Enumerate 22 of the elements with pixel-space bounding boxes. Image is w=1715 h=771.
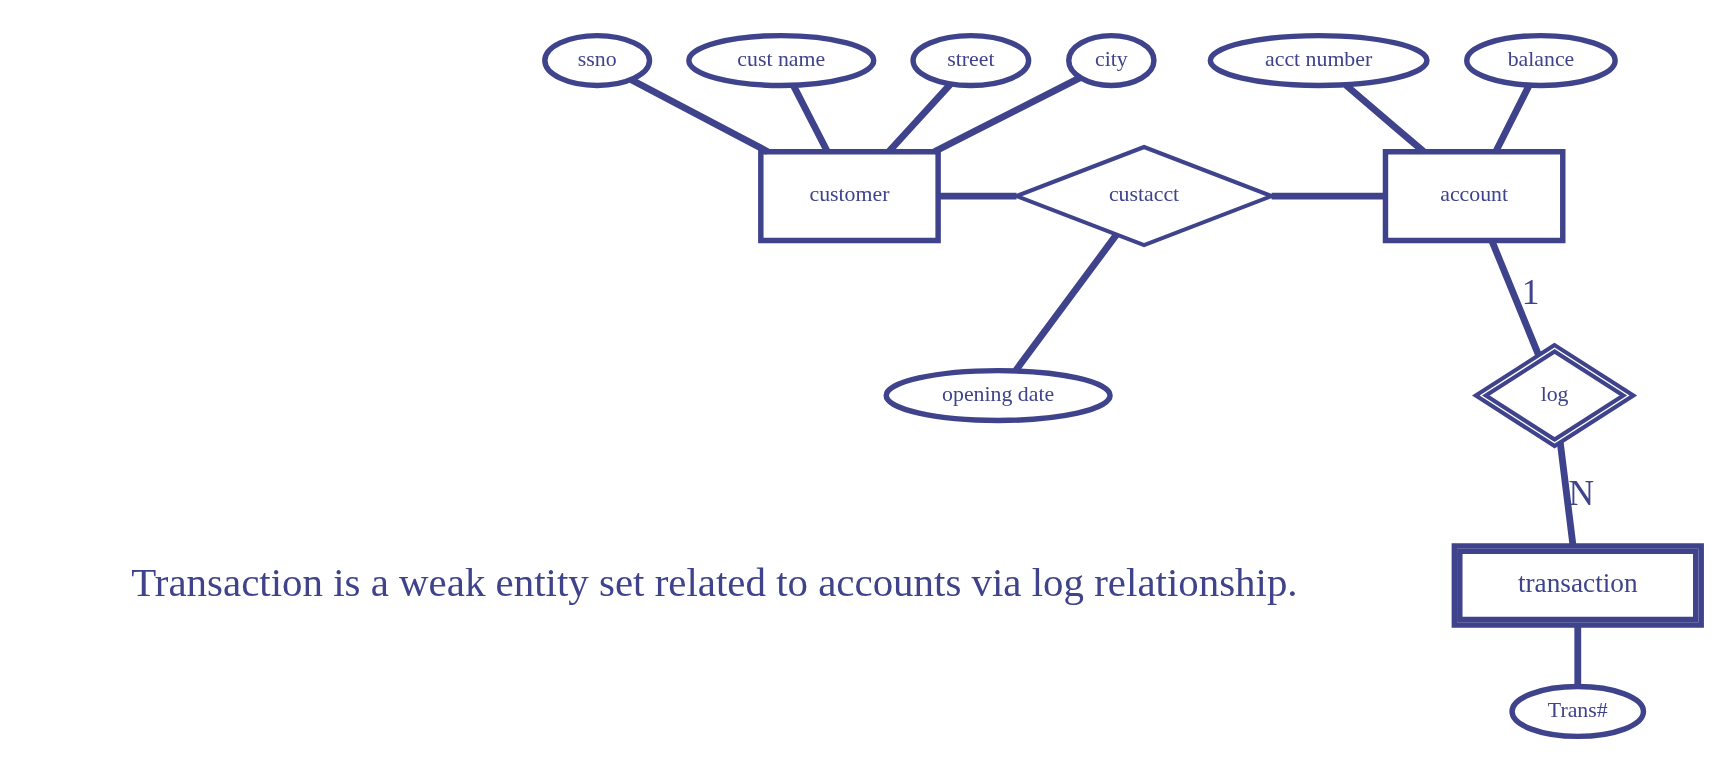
connector <box>1271 192 1385 199</box>
edge-label: 1 <box>1521 271 1540 312</box>
node-ellipse: ssno <box>541 32 652 88</box>
node-box: transaction <box>1451 542 1704 628</box>
node-ellipse: cust name <box>685 32 876 88</box>
node-ellipse: street <box>909 32 1031 88</box>
connector <box>938 192 1016 199</box>
connector <box>932 74 1082 155</box>
connector <box>1012 232 1119 372</box>
node-ellipse: acct number <box>1207 32 1430 88</box>
node-ellipse: city <box>1065 32 1157 88</box>
edge-label: N <box>1567 472 1594 513</box>
label: Transaction is a weak entity set related to accounts via log relationship. <box>130 559 1298 605</box>
node-box: account <box>1382 148 1565 243</box>
node-diamond: log <box>1471 342 1637 448</box>
connector <box>629 76 769 155</box>
node-ellipse: opening date <box>883 367 1113 423</box>
node-ellipse: Trans# <box>1508 683 1646 739</box>
connector <box>1556 441 1576 546</box>
connector <box>1573 624 1581 686</box>
node-ellipse: balance <box>1463 32 1618 88</box>
node-box: customer <box>757 148 941 243</box>
